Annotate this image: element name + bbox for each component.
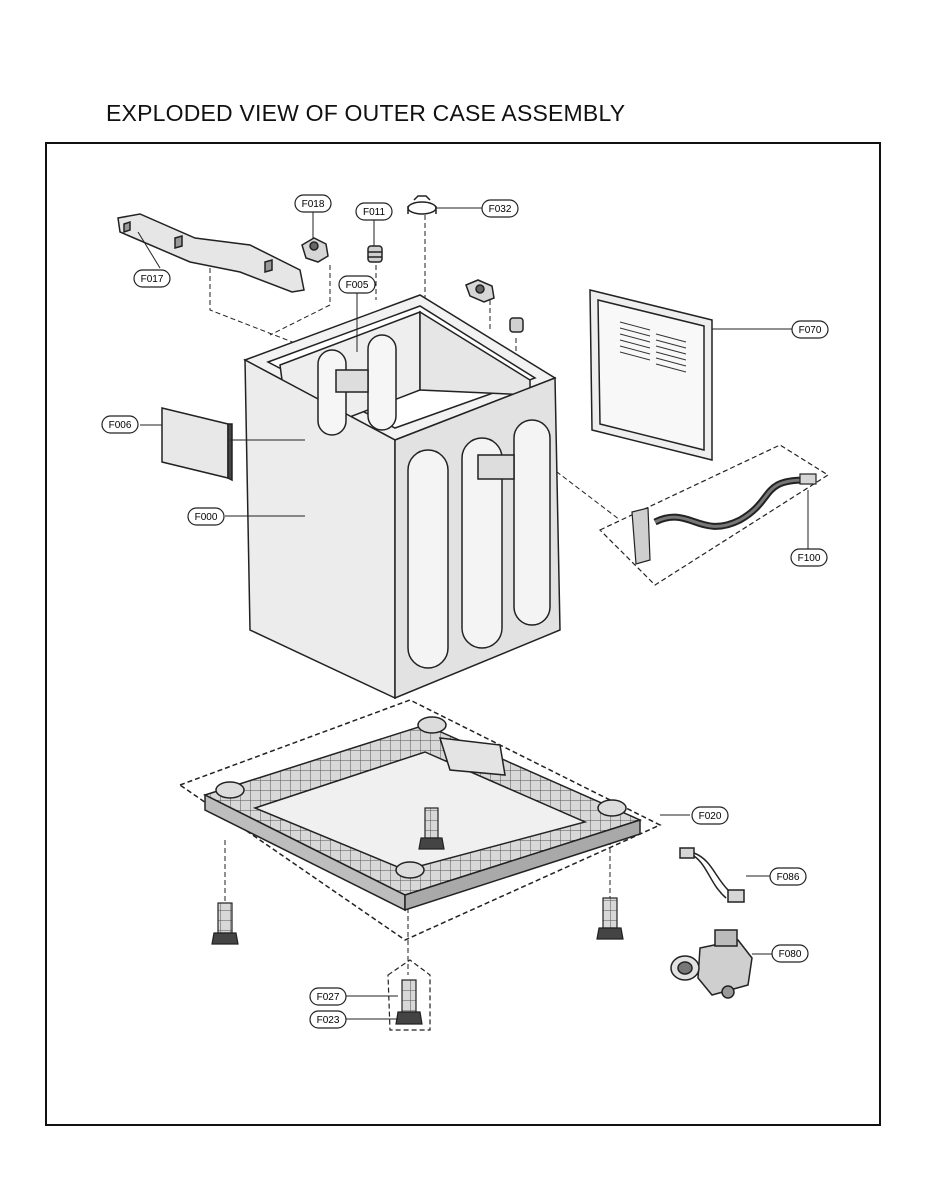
wire-harness-f086 <box>679 847 745 903</box>
label-f006: F006 <box>109 420 132 431</box>
label-f018: F018 <box>302 199 325 210</box>
callout-f005: F005 <box>338 275 376 294</box>
callout-f011: F011 <box>355 202 393 221</box>
diagram-title: EXPLODED VIEW OF OUTER CASE ASSEMBLY <box>106 100 626 126</box>
callout-f070: F070 <box>791 320 829 339</box>
label-f020: F020 <box>699 811 722 822</box>
leveling-feet <box>211 807 624 1031</box>
outer-cabinet-f000 <box>243 294 561 700</box>
base-frame-f020 <box>178 699 662 941</box>
label-f023: F023 <box>317 1015 340 1026</box>
label-f000: F000 <box>195 512 218 523</box>
callout-f032: F032 <box>481 199 519 218</box>
label-f032: F032 <box>489 204 512 215</box>
rear-panel-f070 <box>589 289 713 461</box>
callout-f100: F100 <box>790 548 828 567</box>
label-f011: F011 <box>363 207 385 218</box>
callout-f023: F023 <box>309 1010 347 1029</box>
foot-left <box>211 902 239 945</box>
clip-right <box>465 279 495 303</box>
drain-pump-f080 <box>670 929 753 999</box>
hose-f100 <box>598 444 830 586</box>
foot-bottom <box>387 959 431 1031</box>
label-f027: F027 <box>317 992 340 1003</box>
clip-f018 <box>301 237 329 263</box>
diagram-frame <box>45 142 881 1126</box>
callout-f006: F006 <box>101 415 139 434</box>
foot-right <box>596 897 624 940</box>
callout-f086: F086 <box>769 867 807 886</box>
label-f005: F005 <box>346 280 369 291</box>
clamp-f032 <box>407 195 437 215</box>
label-f086: F086 <box>777 872 800 883</box>
top-bracket-f017 <box>117 213 305 293</box>
foot-center-top <box>418 807 445 850</box>
callout-f000: F000 <box>187 507 225 526</box>
cap-f011 <box>367 245 383 263</box>
leader-lines <box>137 207 809 1020</box>
callout-f018: F018 <box>294 194 332 213</box>
panel-f006 <box>161 407 233 482</box>
callout-f020: F020 <box>691 806 729 825</box>
callout-f017: F017 <box>133 269 171 288</box>
label-f017: F017 <box>141 274 164 285</box>
label-f070: F070 <box>799 325 822 336</box>
callout-f027: F027 <box>309 987 347 1006</box>
cap-right <box>509 317 524 333</box>
label-f080: F080 <box>779 949 802 960</box>
callout-f080: F080 <box>771 944 809 963</box>
label-f100: F100 <box>798 553 821 564</box>
